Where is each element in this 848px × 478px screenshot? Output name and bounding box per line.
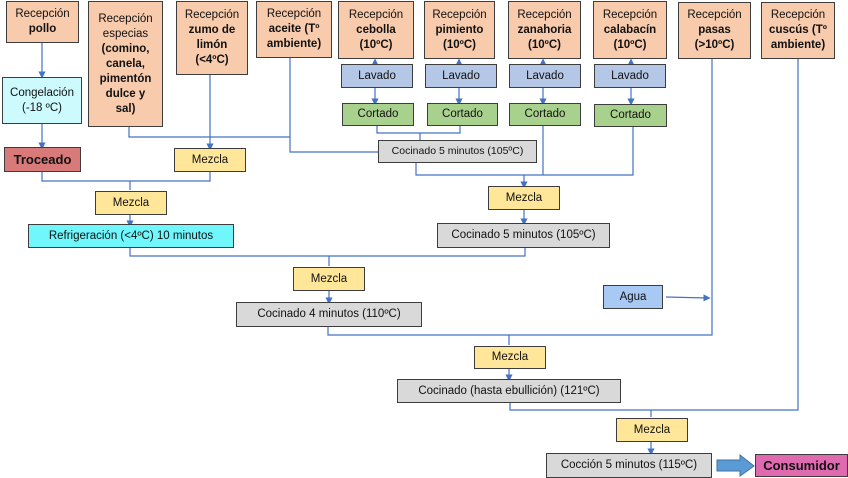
label: Recepción — [770, 9, 826, 21]
label: especias — [102, 27, 149, 40]
step-lavado-pimiento: Lavado — [425, 64, 497, 88]
step-mezcla-pasas: Mezcla — [474, 346, 546, 369]
step-cortado-pimiento: Cortado — [427, 103, 498, 126]
label: Recepción — [348, 8, 404, 21]
label: cuscús (Tº — [769, 24, 827, 36]
label: aceite (Tº — [268, 23, 320, 35]
output-consumidor: Consumidor — [755, 454, 848, 477]
label: (comino, — [101, 42, 150, 55]
step-lavado-cebolla: Lavado — [341, 64, 413, 88]
step-mezcla-central: Mezcla — [293, 267, 365, 291]
label: Recepción — [517, 8, 572, 21]
reception-pimiento: Recepción pimiento (10ºC) — [424, 1, 495, 59]
label: ambiente) — [266, 38, 322, 50]
step-mezcla-verduras: Mezcla — [488, 186, 560, 210]
label: (<4ºC) — [195, 54, 229, 66]
label: ambiente) — [770, 39, 826, 51]
step-congelacion: Congelación (-18 ºC) — [2, 77, 82, 124]
label: canela, — [106, 57, 145, 70]
step-cortado-zanahoria: Cortado — [509, 103, 581, 126]
label: pollo — [28, 23, 57, 35]
step-troceado: Troceado — [4, 147, 81, 172]
step-cocinado-5-top: Cocinado 5 minutos (105ºC) — [378, 140, 537, 163]
label: cebolla — [356, 23, 396, 36]
label: (10ºC) — [443, 38, 476, 51]
label: Recepción — [602, 8, 658, 21]
label: Recepción — [184, 9, 240, 21]
step-cocinado-5-right: Cocinado 5 minutos (105ºC) — [437, 223, 610, 248]
reception-cebolla: Recepción cebolla (10ºC) — [338, 1, 414, 59]
reception-especias: Recepción especias (comino, canela, pime… — [88, 1, 163, 127]
reception-aceite: Recepción aceite (Tº ambiente) — [256, 1, 332, 58]
label: Recepción — [98, 12, 153, 25]
step-refrigeracion: Refrigeración (<4ºC) 10 minutos — [28, 224, 234, 248]
input-agua: Agua — [603, 285, 663, 309]
label: zumo de — [188, 24, 236, 36]
step-cocinado-4: Cocinado 4 minutos (110ºC) — [236, 302, 422, 327]
label: zanahoria — [517, 23, 572, 36]
step-cortado-calabacin: Cortado — [594, 104, 667, 127]
label: pimentón — [99, 72, 152, 85]
label: (10ºC) — [528, 38, 561, 51]
reception-calabacin: Recepción calabacín (10ºC) — [593, 1, 667, 59]
step-mezcla-pollo: Mezcla — [95, 191, 167, 215]
label: limón — [196, 39, 228, 51]
label: Recepción — [432, 8, 487, 21]
label: Recepción — [15, 8, 70, 20]
reception-pollo: Recepción pollo — [6, 1, 79, 43]
label: pasas — [698, 24, 731, 36]
label: pimiento — [435, 23, 484, 36]
label: dulce y — [105, 87, 146, 100]
step-cocinado-ebullicion: Cocinado (hasta ebullición) (121ºC) — [397, 379, 621, 403]
reception-zanahoria: Recepción zanahoria (10ºC) — [508, 1, 581, 59]
label: (10ºC) — [613, 38, 647, 51]
label: Recepción — [266, 8, 322, 20]
reception-limon: Recepción zumo de limón (<4ºC) — [176, 1, 248, 75]
arrow-to-consumidor — [716, 453, 755, 477]
label: Congelación — [10, 86, 74, 99]
label: sal) — [115, 102, 136, 115]
label: calabacín — [603, 23, 657, 36]
label: (-18 ºC) — [22, 101, 62, 114]
step-mezcla-limon: Mezcla — [174, 148, 246, 172]
label: Recepción — [687, 9, 742, 21]
reception-pasas: Recepción pasas (>10ºC) — [678, 2, 751, 59]
label: (10ºC) — [359, 38, 393, 51]
label: (>10ºC) — [694, 39, 735, 51]
step-coccion-5: Cocción 5 minutos (115ºC) — [546, 453, 712, 478]
reception-cuscus: Recepción cuscús (Tº ambiente) — [761, 2, 835, 59]
step-lavado-zanahoria: Lavado — [509, 64, 581, 88]
step-cortado-cebolla: Cortado — [342, 103, 414, 126]
step-lavado-calabacin: Lavado — [594, 64, 666, 88]
step-mezcla-cuscus: Mezcla — [616, 418, 688, 442]
